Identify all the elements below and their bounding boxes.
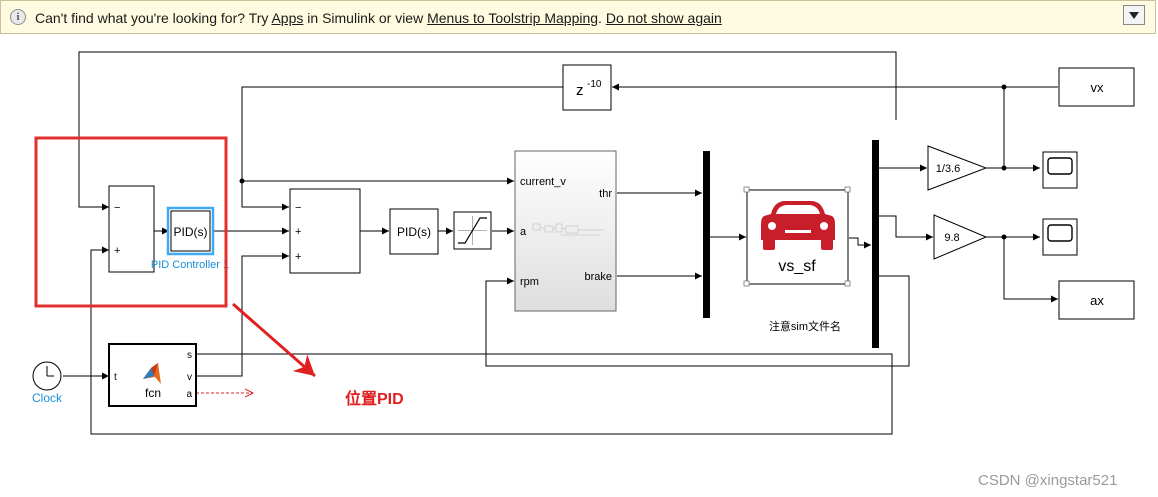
clock-icon xyxy=(46,366,54,377)
vehicle-name: vs_sf xyxy=(778,258,816,275)
clock-label[interactable]: Clock xyxy=(32,391,63,405)
gain1-value: 1/3.6 xyxy=(936,163,960,175)
apps-link[interactable]: Apps xyxy=(271,10,304,26)
mux-bar[interactable] xyxy=(703,151,710,318)
outport-vx-label: vx xyxy=(1091,80,1105,95)
pid2-label: PID(s) xyxy=(397,225,431,239)
gain-block-1[interactable]: 1/3.6 xyxy=(927,145,988,191)
scope-block-2[interactable] xyxy=(1042,218,1078,256)
info-icon: i xyxy=(10,9,26,25)
sum-block-1[interactable]: − + xyxy=(108,185,155,273)
watermark: CSDN @xingstar521 xyxy=(978,472,1118,489)
banner-message: Can't find what you're looking for? Try … xyxy=(35,10,722,26)
demux-bar[interactable] xyxy=(872,140,879,348)
port-thr: thr xyxy=(599,188,612,200)
port-current-v: current_v xyxy=(520,176,566,188)
pid-controller-block[interactable]: PID(s) xyxy=(166,206,215,256)
pid-block-2[interactable]: PID(s) xyxy=(389,208,439,255)
toolstrip-mapping-link[interactable]: Menus to Toolstrip Mapping xyxy=(427,10,599,26)
saturation-block[interactable] xyxy=(453,211,492,250)
gain2-value: 9.8 xyxy=(944,232,959,244)
gain-block-2[interactable]: 9.8 xyxy=(933,214,988,260)
scope-block-1[interactable] xyxy=(1042,151,1078,189)
sum-block-2[interactable]: − + + xyxy=(289,188,361,274)
sum2-minus-sign: − xyxy=(295,202,301,214)
pid-controller-label: PID(s) xyxy=(174,225,208,239)
port-rpm: rpm xyxy=(520,276,539,288)
car-icon xyxy=(761,201,835,250)
fcn-port-s: s xyxy=(187,350,192,361)
clock-block[interactable] xyxy=(32,361,62,391)
outport-ax-label: ax xyxy=(1090,293,1104,308)
port-a: a xyxy=(520,226,527,238)
sum1-plus-sign: + xyxy=(114,245,120,257)
selection-handles xyxy=(743,186,851,287)
do-not-show-again-link[interactable]: Do not show again xyxy=(605,10,722,26)
vehicle-block[interactable]: vs_sf xyxy=(743,186,851,287)
matlab-function-block[interactable]: t s v a fcn xyxy=(108,343,197,407)
model-canvas: − + PID(s) PID Controller 1 − + + z -10 … xyxy=(32,51,1135,435)
sum2-plus-sign-2: + xyxy=(295,251,301,263)
outport-vx[interactable]: vx xyxy=(1058,67,1135,107)
pid-controller-name[interactable]: PID Controller 1 xyxy=(151,259,229,271)
delay-exponent: -10 xyxy=(587,79,602,90)
matlab-logo-icon xyxy=(143,363,161,384)
annotation-text: 位置PID xyxy=(345,389,404,408)
fcn-port-a: a xyxy=(186,389,192,400)
port-brake: brake xyxy=(584,271,612,283)
highlight-box xyxy=(34,136,228,308)
delay-block[interactable]: z -10 xyxy=(562,64,612,111)
vehicle-note: 注意sim文件名 xyxy=(769,319,841,333)
delay-symbol: z xyxy=(576,82,584,99)
banner-dropdown-button[interactable] xyxy=(1123,5,1145,25)
fcn-port-t: t xyxy=(114,372,117,383)
fcn-port-v: v xyxy=(187,372,192,383)
subsystem-preview-icon xyxy=(532,223,604,236)
simulation-subsystem-block[interactable]: current_v a rpm thr brake xyxy=(514,150,617,312)
sum1-minus-sign: − xyxy=(114,202,120,214)
outport-ax[interactable]: ax xyxy=(1058,280,1135,320)
sum2-plus-sign-1: + xyxy=(295,226,301,238)
annotation-arrow xyxy=(232,302,316,378)
fcn-name: fcn xyxy=(145,386,161,400)
notification-banner: i Can't find what you're looking for? Tr… xyxy=(0,0,1156,34)
